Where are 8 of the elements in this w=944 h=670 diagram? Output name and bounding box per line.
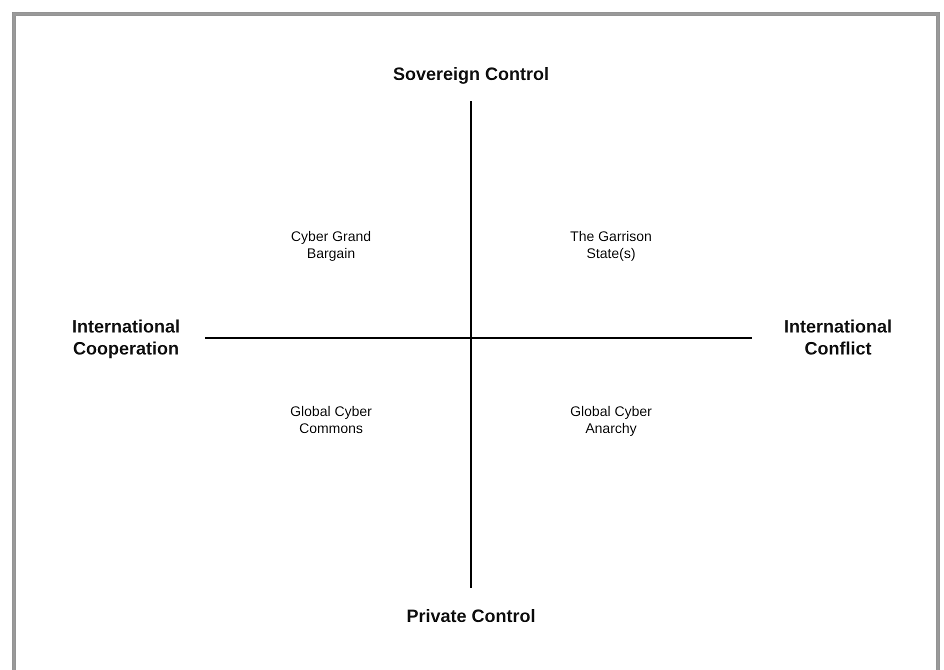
quadrant-label: The Garrison State(s) bbox=[569, 228, 653, 262]
quadrant-label: Global Cyber Anarchy bbox=[569, 403, 653, 437]
quadrant-label: Cyber Grand Bargain bbox=[290, 228, 372, 262]
axis-label: Sovereign Control bbox=[392, 64, 550, 86]
axis-label: Private Control bbox=[405, 606, 537, 628]
quadrant-label: Global Cyber Commons bbox=[289, 403, 373, 437]
axis-label: International Conflict bbox=[782, 316, 893, 360]
axis-label: International Cooperation bbox=[70, 316, 181, 360]
